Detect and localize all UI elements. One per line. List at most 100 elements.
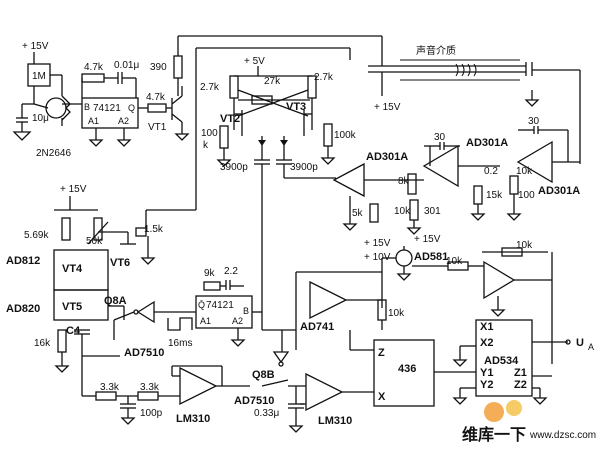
resistor-label: 10k (516, 166, 533, 177)
resistor-label: 3.3k (140, 382, 160, 393)
output-label: A (588, 342, 594, 352)
resistor-label: k (203, 140, 209, 151)
ic-label: 436 (398, 363, 416, 375)
supply-label: + 15V (374, 102, 401, 113)
cap-label: C4 (66, 325, 81, 337)
resistor-label: 100k (334, 130, 357, 141)
transistor-label: VT2 (220, 113, 240, 125)
pin-label: A1 (200, 316, 211, 326)
transistor-label: VT1 (148, 122, 167, 133)
computation-section: + 10V + 15V AD581 10k 10k AD741 10k Z X … (262, 234, 594, 407)
ujt-transistor (45, 97, 67, 119)
op-amp-ad301a-2 (422, 144, 459, 188)
resistor-label: 2.7k (314, 72, 334, 83)
ic-74121-a (81, 97, 139, 129)
supply-label: + 15V (22, 41, 49, 52)
pin-label: Y1 (480, 367, 493, 379)
monostable-74121-top: 4.7k 0.01μ 74121 B Q A1 A2 4.7k 390 (81, 55, 183, 147)
pin-label: X2 (480, 337, 493, 349)
pulse-width-label: 16ms (168, 338, 192, 349)
ic-ad534 (475, 319, 533, 397)
resistor-label: 27k (264, 76, 281, 87)
pin-label: Q (128, 103, 135, 113)
watermark-url: www.dzsc.com (529, 430, 596, 441)
pin-label: X1 (480, 321, 493, 333)
reference-ad581 (395, 249, 413, 267)
switch-label: Q8B (252, 369, 275, 381)
op-amp-label: AD741 (300, 321, 334, 333)
op-amp-label: AD301A (366, 151, 408, 163)
cap-label: 100p (140, 408, 163, 419)
ground-symbol (12, 131, 32, 141)
resistor-label: 4.7k (84, 62, 104, 73)
resistor-label: 100 (201, 128, 218, 139)
sound-medium-section: + 15V 声音介质 (368, 44, 581, 164)
resistor-label: 1.5k (144, 224, 164, 235)
ic-label: 74121 (206, 300, 234, 311)
transistor-label: VT5 (62, 301, 82, 313)
resistor-label: 301 (424, 206, 441, 217)
transistor-vt1: VT1 (148, 35, 383, 141)
cap-label: 3900p (290, 162, 318, 173)
cap-label: 0.33μ (254, 408, 279, 419)
transistor-label: VT3 (286, 101, 306, 113)
resistor-label: 10k (516, 240, 533, 251)
op-amp-ad301a-1 (332, 162, 365, 198)
resistor-label: 2.7k (200, 82, 220, 93)
pin-label: A1 (88, 116, 99, 126)
pin-label: A2 (118, 116, 129, 126)
resistor-label: 1M (32, 71, 46, 82)
chip-label: AD581 (414, 251, 448, 263)
resistor-label: 5.69k (24, 230, 49, 241)
buffer-lm310-a (179, 366, 218, 406)
resistor-label: 3.3k (100, 382, 120, 393)
output-label: U (576, 337, 584, 349)
ujt-label: 2N2646 (36, 148, 71, 159)
resistor-label: 0.2 (484, 166, 498, 177)
cap-label: 10μ (32, 113, 49, 124)
resistor-label: 5k (352, 208, 364, 219)
resistor-label: 100 (518, 190, 535, 201)
resistor-label: 4.7k (146, 92, 166, 103)
ic-label: AD534 (484, 355, 519, 367)
pin-label: Z2 (514, 379, 527, 391)
supply-label: + 15V (414, 234, 441, 245)
op-amp-output (483, 260, 516, 300)
resistor-label: 8k (398, 176, 410, 187)
sample-hold-lm310: 3.3k 3.3k 100p LM310 Q8B AD7510 0.33μ (81, 330, 374, 433)
op-amp-ad741 (309, 280, 348, 320)
transistor-label: VT4 (62, 263, 83, 275)
pin-label: Z1 (514, 367, 527, 379)
site-watermark: 维库一下 www.dzsc.com (462, 400, 596, 444)
monostable-74121-bottom: 9k 2.2 Q̄ 74121 B A1 A2 16ms (167, 266, 262, 349)
pin-label: X (378, 391, 386, 403)
supply-label: + 15V (60, 184, 87, 195)
current-source-vt4-vt5: + 15V 5.69k 50k 1.5k AD812 VT4 VT5 AD820… (6, 184, 196, 373)
pin-label: Z (378, 347, 385, 359)
supply-label: + 5V (244, 56, 265, 67)
resistor-label: 15k (486, 190, 503, 201)
sound-medium-label: 声音介质 (416, 44, 456, 57)
amplifier-chain-ad301a: AD301A AD301A 30 8k 0.2 AD301A 30 10k 15… (332, 116, 580, 249)
transistor-label: VT6 (110, 257, 130, 269)
cap-label: 30 (528, 116, 540, 127)
chip-label: AD820 (6, 303, 40, 315)
resistor-label: 50k (86, 236, 103, 247)
pin-label: Y2 (480, 379, 493, 391)
pin-label: B (243, 306, 249, 316)
buffer-lm310-b (305, 372, 344, 412)
switch-label: AD7510 (124, 347, 164, 359)
cap-label: 3900p (220, 162, 248, 173)
switch-label: Q8A (104, 295, 127, 307)
ic-label: 74121 (93, 103, 121, 114)
pin-label: B (84, 102, 90, 112)
op-amp-label: LM310 (318, 415, 352, 427)
cap-label: 2.2 (224, 266, 238, 277)
cap-label: 30 (434, 132, 446, 143)
resistor-label: 9k (204, 268, 216, 279)
pin-label: A2 (232, 316, 243, 326)
ic-436 (373, 339, 435, 407)
resistor-label: 390 (150, 62, 167, 73)
resistor-label: 10k (388, 308, 405, 319)
resistor-label: 10k (394, 206, 411, 217)
